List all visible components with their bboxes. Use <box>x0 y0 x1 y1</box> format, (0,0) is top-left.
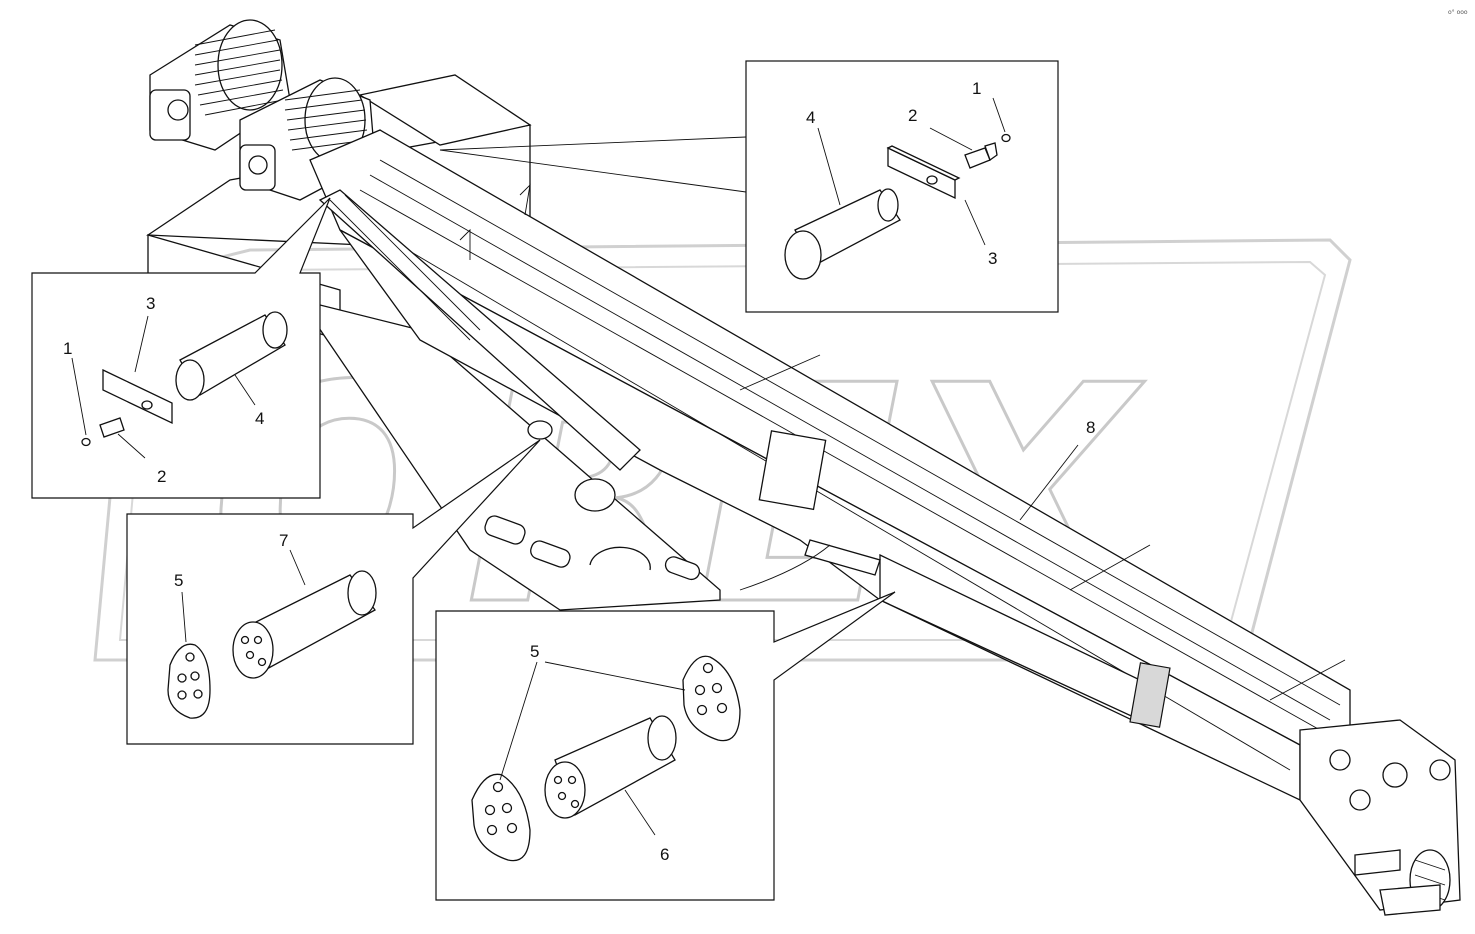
detail-frame <box>31 197 331 499</box>
callout-5: 5 <box>174 571 183 590</box>
callout-7: 7 <box>279 531 288 550</box>
callout-6: 6 <box>660 845 669 864</box>
washer <box>1001 133 1011 143</box>
slewing-ring <box>589 546 651 571</box>
callout-4: 4 <box>255 409 264 428</box>
pin <box>544 715 677 819</box>
detail-box-top-right: 4 2 1 3 <box>439 60 1059 313</box>
callout-3: 3 <box>988 249 997 268</box>
boom-plate <box>1129 662 1171 728</box>
washer <box>81 437 91 447</box>
bolt <box>99 417 125 438</box>
callout-8: 8 <box>1086 418 1095 437</box>
callout-5: 5 <box>530 642 539 661</box>
crane-assembly <box>146 19 1461 916</box>
detail-box-bottom-right: 5 6 <box>435 591 896 901</box>
base-opening-1 <box>574 478 616 512</box>
pin <box>784 188 901 280</box>
callout-2: 2 <box>908 106 917 125</box>
end-plate <box>167 643 211 719</box>
end-plate-front <box>471 773 531 862</box>
callout-1: 1 <box>972 79 981 98</box>
detail-box-left: 3 1 4 2 <box>31 197 331 499</box>
boom-callout: 8 <box>1019 418 1095 521</box>
detail-box-bottom-left: 5 7 <box>126 439 541 745</box>
pin <box>232 570 377 679</box>
corner-mark: o° ooo <box>1448 9 1468 16</box>
boom-rails <box>359 159 1341 731</box>
callout-3: 3 <box>146 294 155 313</box>
boom-head-pulley <box>1299 719 1461 916</box>
pin <box>175 311 288 401</box>
end-plate-back <box>682 655 741 742</box>
base-opening-2 <box>527 420 553 440</box>
detail-leader <box>439 136 747 193</box>
callout-2: 2 <box>157 467 166 486</box>
hydraulic-cylinder <box>804 539 881 576</box>
rear-housing-top <box>358 74 532 146</box>
boom-label-plate <box>758 430 827 511</box>
callout-1: 1 <box>63 339 72 358</box>
callout-4: 4 <box>806 108 815 127</box>
locking-plate <box>102 368 173 425</box>
